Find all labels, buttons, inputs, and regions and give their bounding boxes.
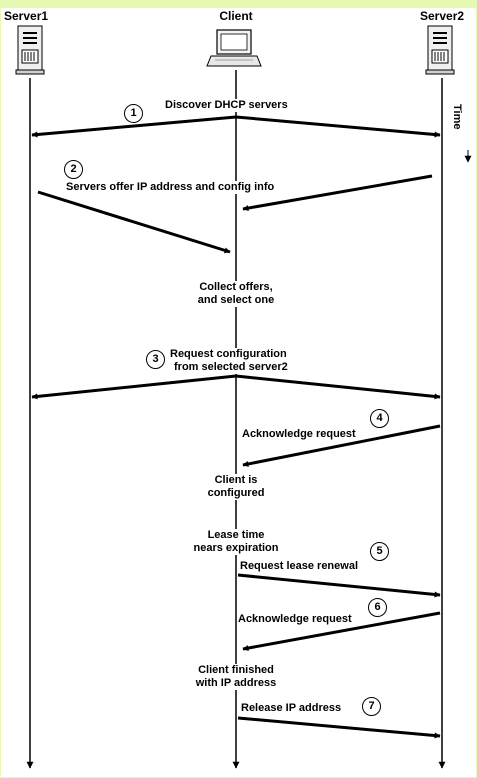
step-7-number: 7 [362,697,381,716]
arrow-request-to-server1 [31,374,237,400]
step-3-number: 3 [146,350,165,369]
step-3-label-line2: from selected server2 [174,361,288,374]
arrow-discover-to-server1 [31,115,237,138]
arrow-discover-to-server2 [235,115,441,138]
step-1-number: 1 [124,104,143,123]
arrow-offer-from-server2 [242,174,433,212]
arrow-lease-renewal [237,573,441,598]
lease-time-note-line2: nears expiration [176,542,296,555]
client-finished-note-line1: Client finished [176,664,296,677]
lease-time-note-line1: Lease time [176,529,296,542]
step-2-number: 2 [64,160,83,179]
client-configured-note-line2: configured [186,487,286,500]
time-label: Time [451,104,463,130]
step-6-number: 6 [368,598,387,617]
server1-label: Server1 [4,9,49,23]
arrow-acknowledge-2 [242,611,441,651]
server2-icon [425,25,455,75]
client-label: Client [219,9,253,23]
step-5-number: 5 [370,542,389,561]
step-6-label: Acknowledge request [238,613,352,626]
client-finished-note-line2: with IP address [176,677,296,690]
step-5-label: Request lease renewal [240,560,359,573]
client-configured-note-line1: Client is [186,474,286,487]
step-1-label: Discover DHCP servers [165,99,288,112]
client-laptop-icon [206,29,262,67]
collect-offers-note-line2: and select one [186,294,286,307]
collect-offers-note-line1: Collect offers, [186,281,286,294]
arrow-release [237,716,441,739]
arrow-request-to-server2 [235,374,441,400]
server1-icon [15,25,45,75]
step-4-label: Acknowledge request [242,428,356,441]
step-4-number: 4 [370,409,389,428]
step-7-label: Release IP address [241,702,342,715]
top-band [0,0,477,8]
arrow-acknowledge-1 [242,424,441,467]
server2-label: Server2 [420,9,465,23]
step-2-label: Servers offer IP address and config info [66,181,275,194]
arrow-offer-from-server1 [37,190,231,254]
step-3-label-line1: Request configuration [170,348,287,361]
